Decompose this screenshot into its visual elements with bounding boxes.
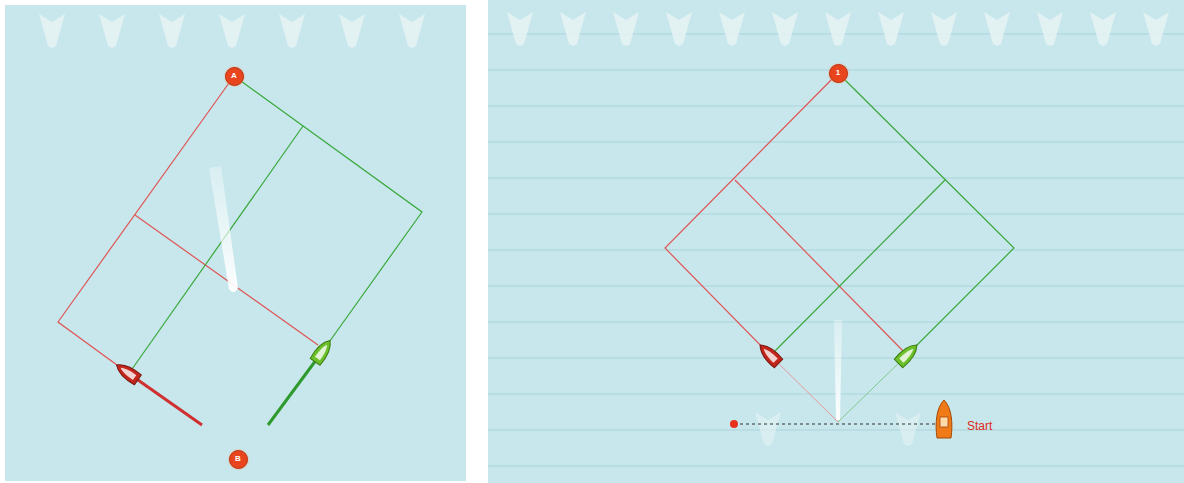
- start-line: [734, 424, 940, 425]
- wind-chevrons: [39, 14, 425, 48]
- green-boat: [310, 337, 335, 366]
- mark-letter: 1: [836, 69, 840, 77]
- course-mark: 1: [829, 64, 848, 83]
- green-boat: [894, 341, 921, 368]
- wind-arrow: [209, 166, 238, 292]
- committee-boat: [936, 400, 952, 438]
- red-boat: [756, 341, 783, 368]
- wind-chevrons: [507, 12, 1169, 446]
- pin-end: [730, 420, 738, 428]
- course-mark: B: [229, 450, 248, 469]
- course-mark: A: [225, 67, 244, 86]
- red-boat: [113, 360, 142, 385]
- start-label: Start: [967, 419, 992, 433]
- mark-letter: B: [235, 455, 241, 463]
- wind-arrow: [834, 320, 842, 420]
- mark-letter: A: [231, 72, 237, 80]
